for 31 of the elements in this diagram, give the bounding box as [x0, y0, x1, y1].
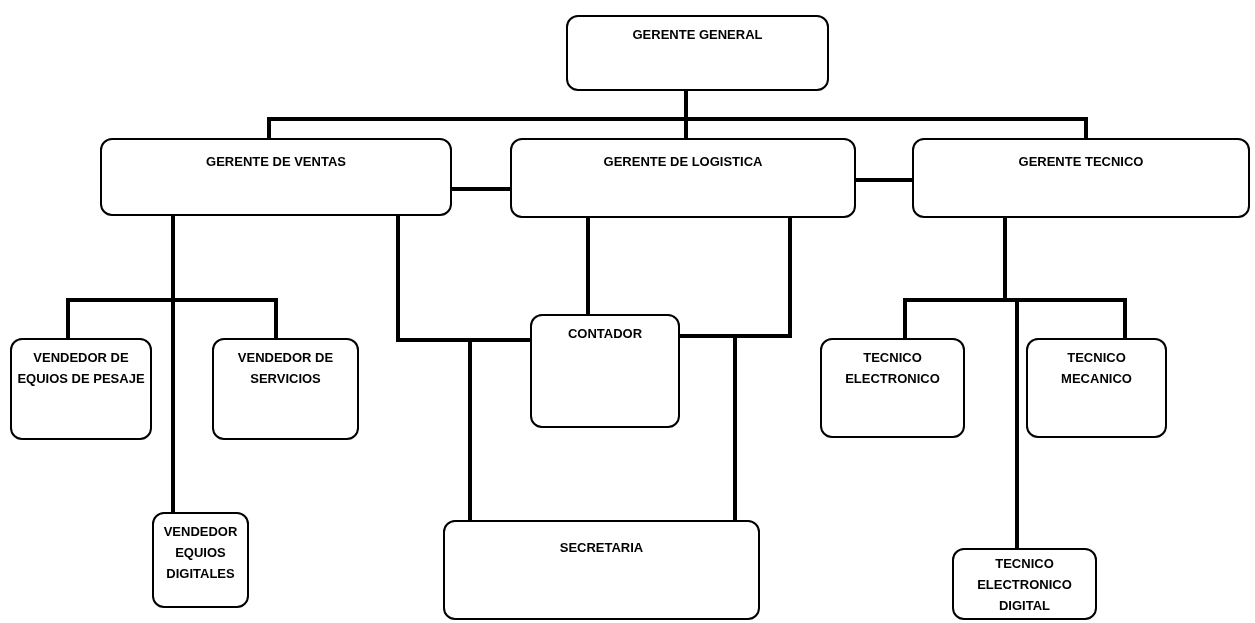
role-title: VENDEDOR EQUIOS DIGITALES	[162, 523, 239, 583]
role-title: GERENTE DE VENTAS	[206, 153, 346, 171]
org-box	[10, 338, 152, 440]
role-title: VENDEDOR DE SERVICIOS	[236, 349, 335, 388]
org-box	[510, 138, 856, 218]
role-title: VENDEDOR DE EQUIOS DE PESAJE	[16, 349, 146, 388]
connector-line	[452, 187, 510, 191]
connector-line	[586, 218, 590, 314]
role-title: GERENTE TECNICO	[1018, 153, 1144, 171]
org-box	[212, 338, 359, 440]
org-box	[912, 138, 1250, 218]
org-box	[152, 512, 249, 608]
role-title: TECNICO MECANICO	[1060, 349, 1133, 388]
connector-line	[684, 91, 1088, 138]
role-title: GERENTE GENERAL	[632, 26, 763, 44]
connector-line	[856, 178, 912, 182]
org-box	[443, 520, 760, 620]
org-box	[952, 548, 1097, 620]
connector-line	[396, 216, 472, 520]
org-box	[566, 15, 829, 91]
connector-line	[733, 218, 792, 520]
org-box	[1026, 338, 1167, 438]
org-box	[530, 314, 680, 428]
role-title: CONTADOR	[567, 325, 643, 343]
role-title: TECNICO ELECTRONICO	[844, 349, 941, 388]
org-box	[100, 138, 452, 216]
connector-line	[171, 216, 175, 512]
role-title: GERENTE DE LOGISTICA	[603, 153, 763, 171]
role-title: TECNICO ELECTRONICO DIGITAL	[976, 555, 1073, 615]
org-box	[820, 338, 965, 438]
role-title: SECRETARIA	[559, 539, 644, 557]
